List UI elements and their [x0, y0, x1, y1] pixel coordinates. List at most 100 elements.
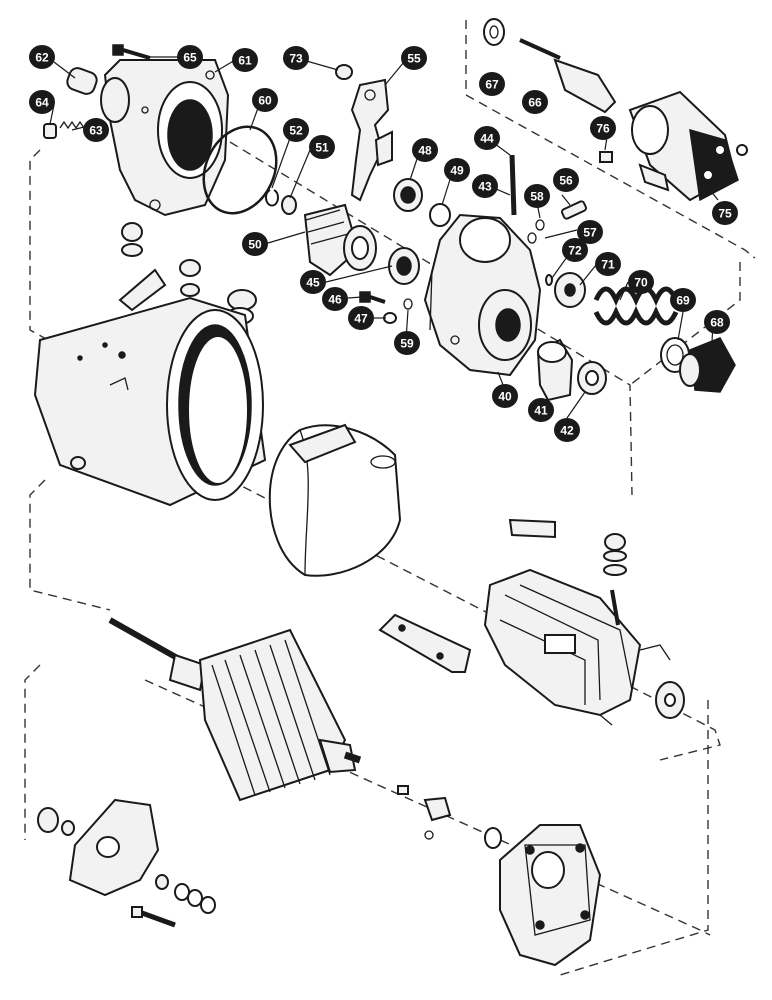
callout-marker — [595, 252, 621, 276]
spring-63 — [59, 120, 85, 130]
washer-72 — [545, 274, 553, 286]
terminal-stud — [603, 533, 627, 576]
callout-number: 58 — [530, 190, 544, 204]
callout-number: 44 — [480, 132, 494, 146]
bolt-46 — [359, 291, 386, 304]
callout-marker — [300, 270, 326, 294]
callout-62: 62 — [29, 45, 55, 69]
callout-number: 55 — [407, 52, 421, 66]
callout-67: 67 — [479, 72, 505, 96]
callout-number: 63 — [89, 124, 103, 138]
callout-56: 56 — [553, 168, 579, 192]
callout-58: 58 — [524, 184, 550, 208]
through-bolt — [131, 906, 176, 928]
callout-number: 67 — [485, 78, 499, 92]
callout-47: 47 — [348, 306, 374, 330]
drive-end-housing — [100, 59, 230, 217]
callout-64: 64 — [29, 90, 55, 114]
callout-number: 51 — [315, 141, 329, 155]
callout-marker — [177, 45, 203, 69]
callout-number: 56 — [559, 174, 573, 188]
callout-51: 51 — [309, 135, 335, 159]
callout-number: 72 — [568, 244, 582, 258]
callout-marker — [444, 158, 470, 182]
screw-small — [70, 456, 86, 470]
callout-marker — [29, 45, 55, 69]
collar-48 — [393, 178, 423, 212]
callout-marker — [554, 418, 580, 442]
callout-63: 63 — [83, 118, 109, 142]
solenoid-75 — [628, 90, 748, 202]
bearing-41 — [536, 338, 574, 402]
washer-59 — [403, 298, 413, 310]
callout-43: 43 — [472, 174, 498, 198]
callout-76: 76 — [590, 116, 616, 140]
callout-61: 61 — [232, 48, 258, 72]
callout-marker — [283, 118, 309, 142]
plunger-66 — [519, 38, 617, 114]
callout-number: 49 — [450, 164, 464, 178]
pin-73 — [335, 64, 353, 80]
callout-marker — [474, 126, 500, 150]
callout-number: 70 — [634, 276, 648, 290]
callout-40: 40 — [492, 384, 518, 408]
callout-75: 75 — [712, 201, 738, 225]
callout-number: 66 — [528, 96, 542, 110]
callout-marker — [590, 116, 616, 140]
callout-marker — [492, 384, 518, 408]
callout-44: 44 — [474, 126, 500, 150]
washer-42 — [577, 361, 607, 395]
callout-marker — [242, 232, 268, 256]
plug-64 — [43, 123, 57, 139]
bushing-right — [655, 681, 685, 719]
screw-65 — [112, 44, 151, 60]
callout-number: 42 — [560, 424, 574, 438]
callout-number: 60 — [258, 94, 272, 108]
callout-60: 60 — [252, 88, 278, 112]
callout-number: 71 — [601, 258, 615, 272]
callout-marker — [524, 184, 550, 208]
callout-41: 41 — [528, 398, 554, 422]
callout-number: 50 — [248, 238, 262, 252]
washer-52 — [265, 189, 279, 207]
callout-72: 72 — [562, 238, 588, 262]
brush-end-plate — [499, 824, 602, 967]
callout-number: 73 — [289, 52, 303, 66]
callout-number: 41 — [534, 404, 548, 418]
shift-lever-55 — [350, 78, 393, 202]
callout-42: 42 — [554, 418, 580, 442]
gear-housing-40 — [423, 213, 542, 377]
bushing-62 — [66, 67, 98, 95]
callout-marker — [472, 174, 498, 198]
o-ring-60 — [202, 125, 278, 215]
callout-marker — [29, 90, 55, 114]
callout-marker — [232, 48, 258, 72]
callout-number: 52 — [289, 124, 303, 138]
insulator — [508, 518, 556, 539]
pole-shoe — [378, 613, 472, 673]
callout-marker — [283, 46, 309, 70]
callout-59: 59 — [394, 331, 420, 355]
washer-51 — [281, 195, 297, 215]
cup-71 — [554, 272, 586, 308]
callout-number: 40 — [498, 390, 512, 404]
callout-marker — [528, 398, 554, 422]
callout-number: 62 — [35, 51, 49, 65]
callout-46: 46 — [322, 287, 348, 311]
callout-45: 45 — [300, 270, 326, 294]
callout-marker — [670, 288, 696, 312]
callout-marker — [348, 306, 374, 330]
drive-assembly-50 — [303, 203, 377, 277]
callout-57: 57 — [577, 220, 603, 244]
callout-marker — [704, 310, 730, 334]
o-ring-58 — [527, 219, 545, 244]
washer-67 — [483, 18, 505, 46]
commutator-end-plate — [37, 798, 160, 897]
callout-66: 66 — [522, 90, 548, 114]
field-frame — [33, 296, 267, 507]
callout-marker — [553, 168, 579, 192]
washer-end — [484, 827, 502, 849]
callout-number: 48 — [418, 144, 432, 158]
